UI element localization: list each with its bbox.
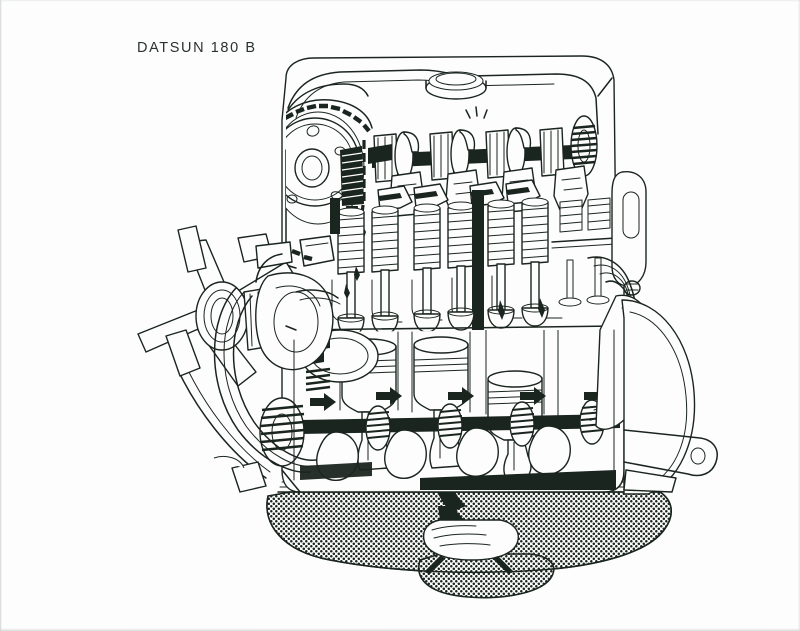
- chain-guide-column: [330, 198, 340, 234]
- front-mount-bracket: [165, 225, 293, 493]
- valve-springs: [337, 197, 611, 275]
- front-accessory-drive: [137, 225, 341, 493]
- caption-datsun-180b: DATSUN 180 B: [137, 40, 257, 56]
- crank-pulley: [259, 397, 305, 467]
- lifting-bracket: [611, 171, 647, 296]
- oil-filler-cap: [425, 71, 487, 100]
- right-side-assembly: [587, 171, 718, 495]
- scan-edge-bottom: [0, 628, 800, 631]
- cam-sprocket: [286, 117, 360, 207]
- head-gasket-line: [295, 325, 617, 331]
- block-front-face: [255, 235, 341, 305]
- sump-interior: [420, 470, 616, 490]
- water-pump-housing: [255, 272, 334, 371]
- oil-pickup-strainer: [422, 506, 519, 574]
- bellhousing: [621, 299, 718, 495]
- oil-gallery-column: [472, 190, 484, 330]
- head-ledge: [551, 237, 617, 243]
- rear-mount-tab: [623, 469, 677, 493]
- foreground-detail-lines: [281, 298, 615, 493]
- motion-ticks: [465, 106, 488, 119]
- oil-drips: [344, 266, 360, 299]
- camshaft-assembly: [368, 106, 598, 217]
- rocker-arms: [377, 179, 541, 211]
- scan-edge-top: [0, 0, 800, 2]
